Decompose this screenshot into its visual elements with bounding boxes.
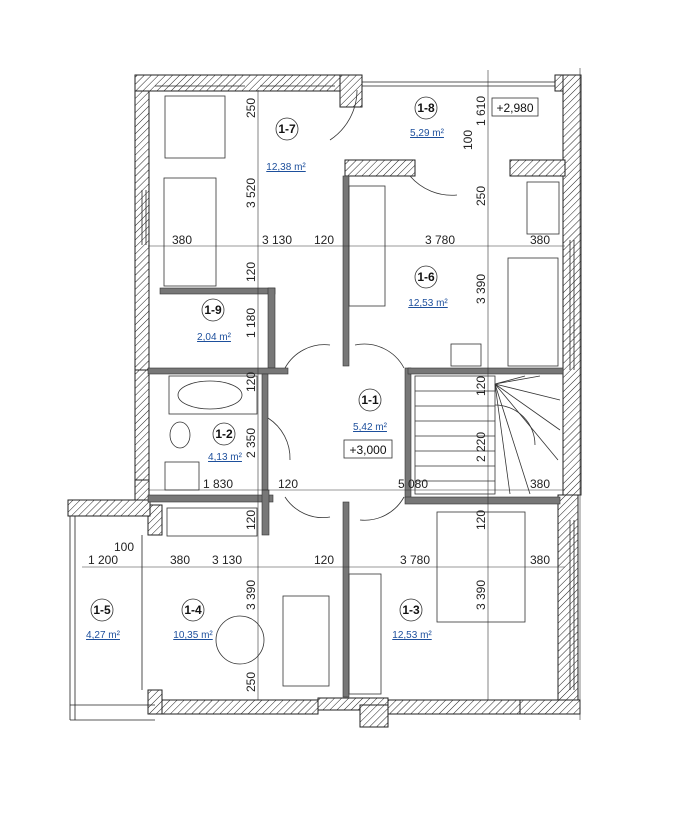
dim-v-15: 120 [474, 510, 488, 530]
room-id-1-6: 1-6 [417, 270, 435, 284]
dim-middle-1: 120 [278, 477, 298, 491]
dim-v-11: 250 [474, 186, 488, 206]
room-level-1-1: +3,000 [349, 443, 386, 457]
dim-lower-1: 380 [170, 553, 190, 567]
dim-lower-2: 3 130 [212, 553, 242, 567]
room-area-1-9: 2,04 m² [197, 332, 232, 343]
dim-balcony-offset: 100 [114, 540, 134, 554]
windows [69, 81, 575, 721]
dim-v-10: 100 [461, 130, 475, 150]
dim-lower-4: 3 780 [400, 553, 430, 567]
dim-v-12: 3 390 [474, 274, 488, 304]
dim-lower-5: 380 [530, 553, 550, 567]
staircase [414, 375, 561, 495]
room-area-1-6: 12,53 m² [408, 298, 448, 309]
dim-lower-0: 1 200 [88, 553, 118, 567]
dim-v-2: 120 [244, 262, 258, 282]
dim-v-0: 250 [244, 98, 258, 118]
dim-upper-3: 3 780 [425, 233, 455, 247]
dim-v-8: 250 [244, 672, 258, 692]
door-swings [267, 89, 458, 521]
dim-middle-0: 1 830 [203, 477, 233, 491]
room-area-1-7: 12,38 m² [266, 162, 306, 173]
dim-v-9: 1 610 [474, 96, 488, 126]
room-id-1-3: 1-3 [402, 603, 420, 617]
dim-middle-2: 5 080 [398, 477, 428, 491]
room-area-1-1: 5,42 m² [353, 422, 388, 433]
dimension-lines [82, 68, 581, 720]
room-area-1-8: 5,29 m² [410, 128, 445, 139]
dim-v-14: 2 220 [474, 432, 488, 462]
room-id-1-9: 1-9 [204, 303, 222, 317]
room-labels: 1-1 5,42 m² +3,000 1-2 4,13 m² 1-3 12,53… [86, 96, 539, 641]
exterior-walls [67, 74, 582, 728]
dim-lower-3: 120 [314, 553, 334, 567]
room-area-1-5: 4,27 m² [86, 630, 121, 641]
room-id-1-1: 1-1 [361, 393, 379, 407]
dim-upper-2: 120 [314, 233, 334, 247]
dim-v-6: 120 [244, 510, 258, 530]
dim-v-16: 3 390 [474, 580, 488, 610]
dim-v-13: 120 [474, 376, 488, 396]
room-id-1-4: 1-4 [184, 603, 202, 617]
dim-upper-4: 380 [530, 233, 550, 247]
dim-upper-1: 3 130 [262, 233, 292, 247]
dim-middle-3: 380 [530, 477, 550, 491]
dim-v-4: 120 [244, 372, 258, 392]
dim-v-5: 2 350 [244, 428, 258, 458]
furniture [163, 95, 560, 695]
room-level-1-8: +2,980 [496, 101, 533, 115]
room-id-1-2: 1-2 [215, 427, 233, 441]
room-id-1-5: 1-5 [93, 603, 111, 617]
dim-v-1: 3 520 [244, 178, 258, 208]
interior-partitions [147, 175, 564, 698]
room-id-1-8: 1-8 [417, 101, 435, 115]
room-area-1-2: 4,13 m² [208, 452, 243, 463]
dim-upper-0: 380 [172, 233, 192, 247]
room-area-1-4: 10,35 m² [173, 630, 213, 641]
dim-v-7: 3 390 [244, 580, 258, 610]
dim-v-3: 1 180 [244, 308, 258, 338]
room-area-1-3: 12,53 m² [392, 630, 432, 641]
dimension-labels: 380 3 130 120 3 780 380 1 830 120 5 080 … [88, 96, 550, 692]
room-id-1-7: 1-7 [278, 122, 296, 136]
